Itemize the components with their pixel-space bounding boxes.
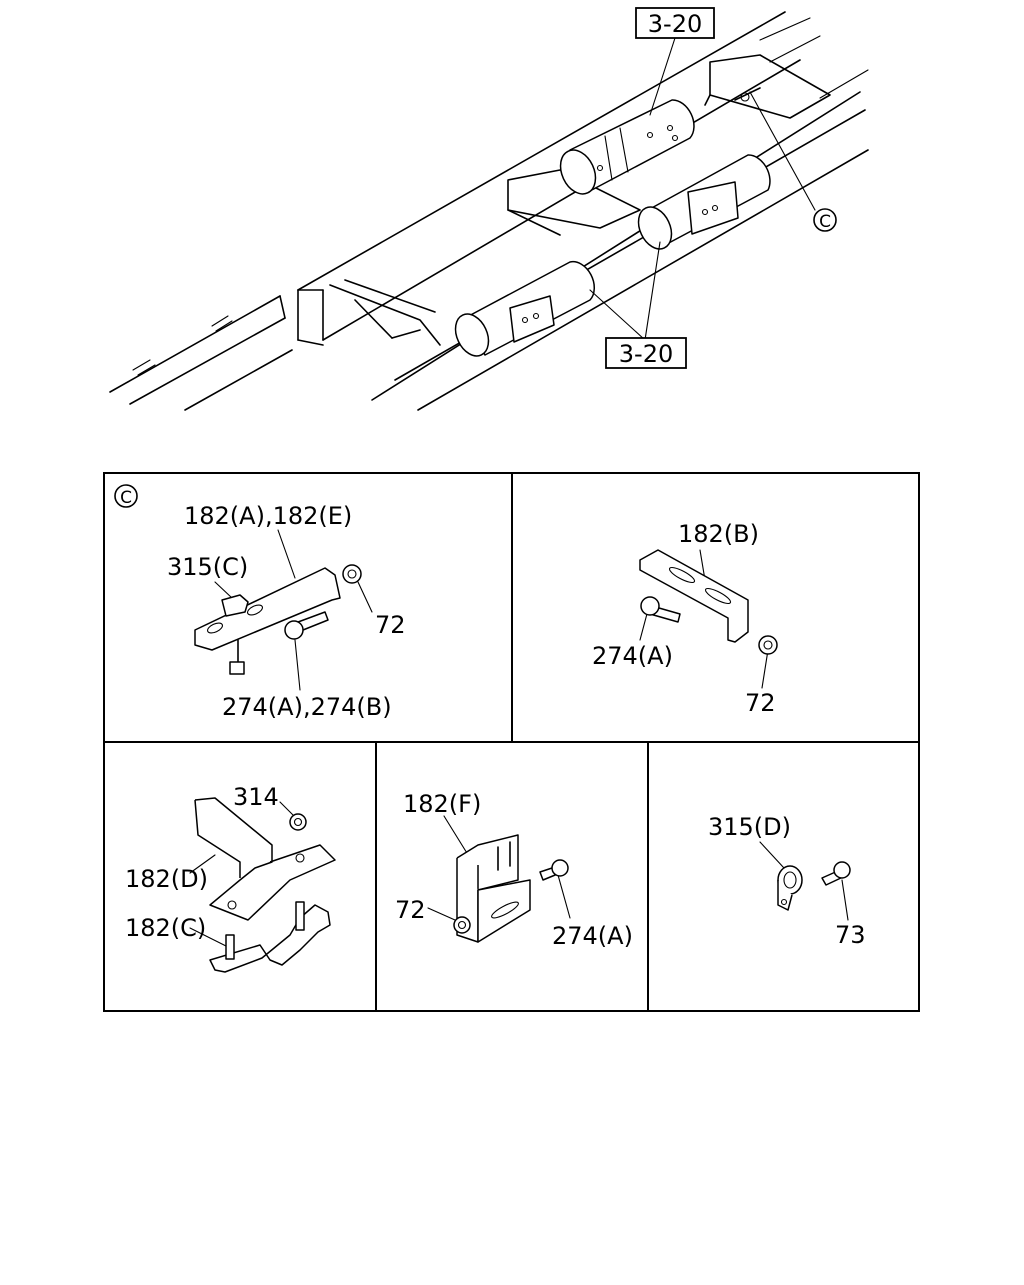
label-182a-182e: 182(A),182(E) (184, 502, 352, 530)
label-274a-f: 274(A) (552, 922, 633, 950)
nut-72-c (342, 564, 362, 584)
chassis-overview: 3-20 3-20 C (109, 7, 869, 411)
detail-grid (103, 472, 920, 1012)
cross-members (329, 54, 831, 346)
lower-air-tank (454, 260, 596, 357)
label-182b: 182(B) (678, 520, 759, 548)
label-315c: 315(C) (167, 553, 248, 581)
ref-box-top[interactable] (635, 7, 715, 39)
panel-c-detail: C 182(A),182(E) 315(C) 72 274(A),274(B) (114, 484, 406, 721)
middle-air-tank (637, 154, 771, 250)
nut-314 (289, 813, 307, 831)
nut-72-f (453, 916, 471, 934)
callout-c-label: C (819, 212, 831, 232)
label-315d: 315(D) (708, 813, 791, 841)
ref-box-bottom[interactable] (605, 337, 687, 369)
main-frame-rails (297, 11, 869, 411)
bracket-182a (194, 567, 341, 651)
label-182c: 182(C) (125, 914, 206, 942)
label-182f: 182(F) (403, 790, 481, 818)
nut-72-b (758, 635, 778, 655)
panel-b-detail: 182(B) 274(A) 72 (592, 520, 778, 717)
clip-detail-c (734, 87, 761, 102)
panel-g-detail: 315(D) 73 (708, 813, 866, 949)
left-frame-rail (109, 295, 293, 411)
label-72-b: 72 (745, 689, 776, 717)
bracket-182b (639, 549, 749, 643)
label-72-c: 72 (375, 611, 406, 639)
stud-182c (225, 934, 235, 960)
label-314: 314 (233, 783, 279, 811)
leader-ref-bottom-a (589, 289, 646, 341)
label-72-f: 72 (395, 896, 426, 924)
panel-c-marker: C (120, 488, 132, 508)
ref-label-top: 3-20 (648, 10, 702, 38)
ref-label-bottom: 3-20 (619, 340, 673, 368)
label-73: 73 (835, 921, 866, 949)
label-274a-b: 274(A) (592, 642, 673, 670)
bracket-182f-plate (477, 879, 531, 943)
panel-f-detail: 182(F) 72 274(A) (395, 790, 633, 950)
panel-d-detail: 314 182(D) 182(C) (125, 783, 336, 973)
bracket-182f-back (456, 834, 519, 891)
panel-c-marker-circle (114, 484, 138, 508)
upper-clamp-182d (194, 797, 336, 921)
leader-ref-bottom-b (644, 241, 661, 341)
leader-callout-c (749, 91, 816, 211)
callout-c-circle[interactable] (813, 208, 837, 232)
upper-air-tank (559, 99, 695, 195)
leader-ref-top (649, 37, 676, 116)
clip-315c (221, 594, 249, 617)
label-274a-274b: 274(A),274(B) (222, 693, 392, 721)
